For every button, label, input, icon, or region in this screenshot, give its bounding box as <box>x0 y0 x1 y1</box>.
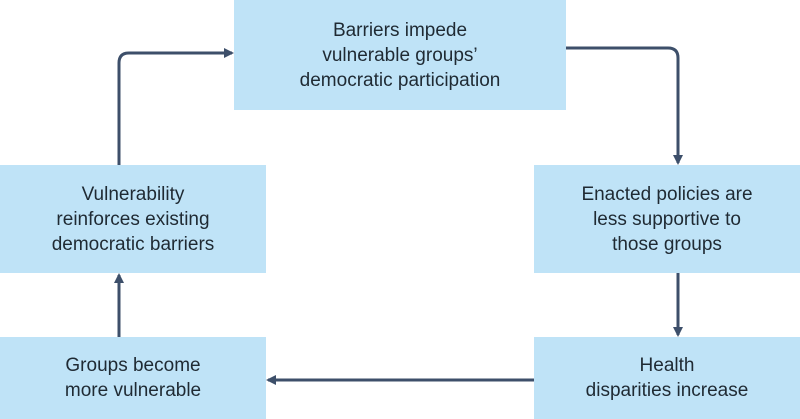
node-barriers-impede-participation: Barriers impede vulnerable groups’ democ… <box>234 0 566 110</box>
arrow-top-to-right <box>566 46 683 165</box>
arrow-left-to-top <box>117 48 234 165</box>
node-groups-become-more-vulnerable: Groups become more vulnerable <box>0 337 266 419</box>
node-health-disparities-increase: Health disparities increase <box>534 337 800 419</box>
node-label: Vulnerability reinforces existing democr… <box>51 183 215 255</box>
node-label: Barriers impede vulnerable groups’ democ… <box>299 19 501 91</box>
node-label: Health disparities increase <box>585 355 749 401</box>
node-label: Groups become more vulnerable <box>64 355 202 401</box>
node-label: Enacted policies are less supportive to … <box>581 183 753 255</box>
node-enacted-policies-less-supportive: Enacted policies are less supportive to … <box>534 165 800 273</box>
node-vulnerability-reinforces-barriers: Vulnerability reinforces existing democr… <box>0 165 266 273</box>
